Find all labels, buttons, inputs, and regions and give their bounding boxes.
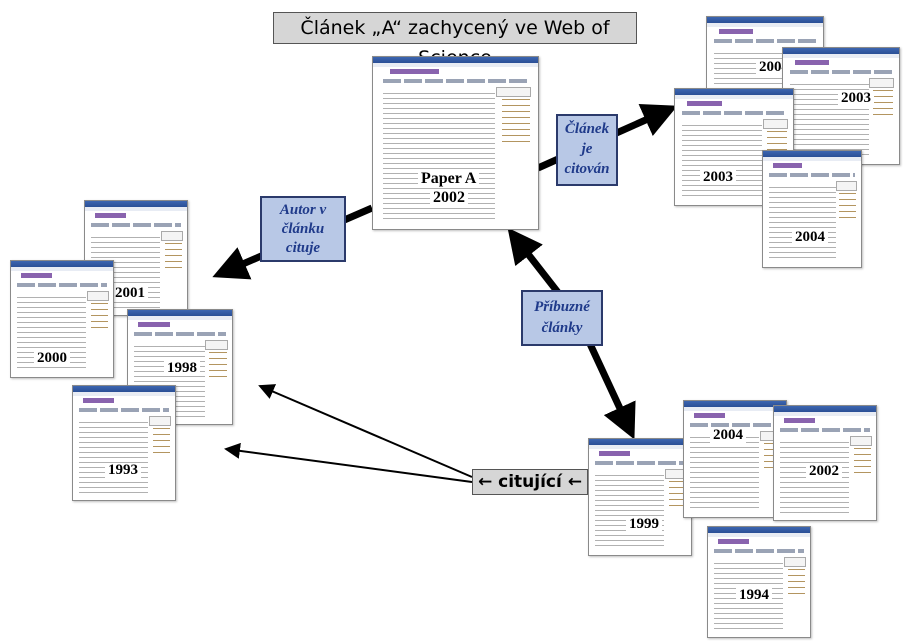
year-cited-2004-low: 2004 xyxy=(792,230,828,245)
label-cited-by: Článek je citován xyxy=(556,114,618,186)
label-cites: Autor v článku cituje xyxy=(260,196,346,262)
paper-a-record xyxy=(372,56,539,230)
paper-a-name: Paper A xyxy=(418,171,480,187)
label-related: Příbuzné články xyxy=(521,290,603,346)
label-cited-by-line-2: je xyxy=(581,141,593,157)
record-rel-1994 xyxy=(707,526,811,638)
label-cites-line-2: článku xyxy=(281,221,325,237)
year-rel-1999: 1999 xyxy=(626,517,662,532)
label-related-line-1: Příbuzné xyxy=(534,299,590,315)
year-rel-1994: 1994 xyxy=(736,588,772,603)
year-rel-2002: 2002 xyxy=(806,464,842,479)
paper-a-year: 2002 xyxy=(430,190,468,206)
record-rel-1999 xyxy=(588,438,692,556)
year-ref-2001: 2001 xyxy=(112,286,148,301)
label-cites-line-3: cituje xyxy=(285,240,321,256)
year-ref-2000: 2000 xyxy=(34,351,70,366)
year-ref-1998: 1998 xyxy=(164,361,200,376)
year-ref-1993: 1993 xyxy=(105,463,141,478)
record-cited-2003-right xyxy=(782,47,900,165)
label-cited-by-line-3: citován xyxy=(564,161,610,177)
label-related-line-2: články xyxy=(541,320,583,336)
year-rel-2004: 2004 xyxy=(710,428,746,443)
record-ref-1993 xyxy=(72,385,176,501)
label-cites-line-1: Autor v xyxy=(279,202,327,218)
label-citing: ← citující ← xyxy=(472,469,588,495)
diagram-title: Článek „A“ zachycený ve Web of Science xyxy=(273,12,637,69)
label-cited-by-line-1: Článek xyxy=(564,121,610,137)
year-cited-2003-right: 2003 xyxy=(838,91,874,106)
record-rel-2002 xyxy=(773,405,877,521)
arrows-citing-thin xyxy=(224,384,473,483)
record-cited-2004-low xyxy=(762,150,862,268)
record-rel-2004 xyxy=(683,400,787,518)
year-cited-2003-left: 2003 xyxy=(700,170,736,185)
